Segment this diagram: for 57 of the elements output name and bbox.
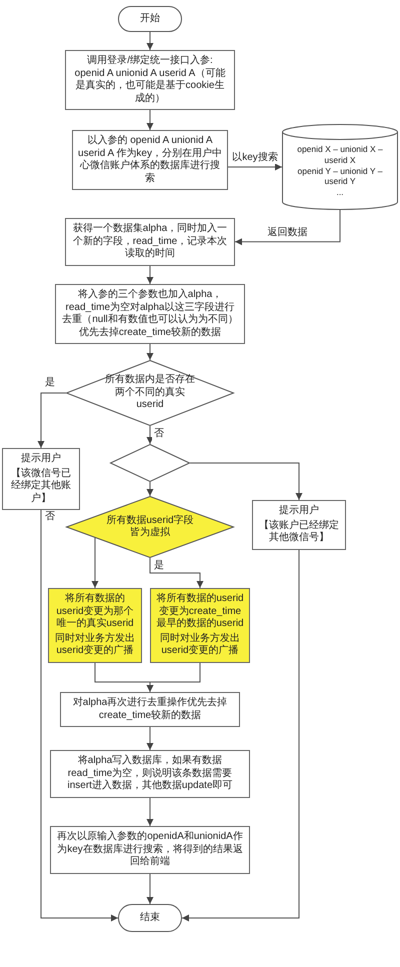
node-text: 同时对业务方发出userid变更的广播 (54, 632, 136, 658)
edge-label: 返回数据 (266, 226, 310, 239)
process-box (60, 692, 240, 727)
node-text: 同时对业务方发出userid变更的广播 (159, 632, 241, 658)
node-text: 获得一个数据集alpha，同时加入一个新的字段，read_time，记录本次读取的时间 (72, 223, 228, 260)
process-box (72, 130, 228, 190)
arrow (146, 873, 154, 904)
arrow (146, 482, 154, 496)
arrow (146, 265, 154, 284)
process-box (50, 826, 250, 874)
arrow (190, 462, 302, 500)
edge-label: 以key搜索 (230, 152, 280, 164)
node-text: 结束 (140, 912, 160, 924)
node-text: 所有数据内是否存在两个不同的真实userid (104, 374, 196, 412)
node-text: 再次以原输入参数的openidA和unionidA作为key在数据库进行搜索，将得到的结果返回给前端 (56, 831, 244, 868)
process-box (252, 500, 346, 550)
node-text: ... (336, 186, 344, 198)
node-text: 对alpha再次进行去重操作优先去掉create_time较新的数据 (72, 697, 228, 722)
arrow (146, 426, 154, 444)
arrow (146, 110, 154, 130)
node-text: 将入参的三个参数也加入alpha，read_time为空对alpha以这三字段进行去重（null和有数值也可以认为为不同）优先去掉create_time较新的数据 (61, 289, 239, 339)
node-text: 将所有数据的userid变更为那个唯一的真实userid (55, 593, 135, 630)
process-box (50, 750, 250, 798)
arrow (146, 32, 154, 50)
arrow (150, 558, 204, 588)
arrow (228, 164, 282, 170)
node-text: 提示用户 (279, 505, 319, 518)
process-box (150, 588, 250, 662)
process-box (65, 218, 235, 266)
node-text: 将所有数据的userid变更为create_time最早的数据的userid (156, 593, 244, 630)
arrow (146, 797, 154, 826)
node-text: 所有数据userid字段皆为虚拟 (105, 514, 195, 540)
arrow (146, 344, 154, 360)
edge-label: 否 (43, 511, 57, 523)
arrow (38, 392, 66, 448)
process-box (48, 588, 142, 662)
edge-label: 是 (152, 560, 166, 572)
terminal-pill (118, 904, 182, 932)
arrow (40, 510, 118, 922)
node-text: 提示用户 (21, 453, 61, 466)
terminal-pill (118, 6, 182, 32)
edge-label: 否 (152, 428, 166, 440)
process-box (2, 448, 80, 510)
edge-label: 是 (43, 377, 57, 389)
arrow (182, 549, 300, 922)
node-text: 将alpha写入数据库，如果有数据read_time为空，则说明该条数据需要insert进入数据，其他数据update即可 (66, 755, 234, 792)
process-box (55, 284, 245, 344)
arrow (234, 210, 340, 246)
process-box (65, 50, 235, 110)
node-text: 以入参的 openid A unionid A userid A 作为key，分别在用户中心微信账户体系的数据库进行搜索 (78, 135, 222, 185)
node-text: openid Y – unionid Y – userid Y (296, 166, 384, 187)
node-text: 开始 (140, 12, 160, 26)
arrow (146, 662, 200, 692)
node-text: 调用登录/绑定统一接口入参: openid A unionid A userid A（可能是真实的，也可能是基于cookie生成的） (74, 55, 226, 105)
arrow (146, 726, 154, 750)
node-text: 【该微信号已经绑定其他账户】 (10, 468, 72, 505)
node-text: 【该账户已经绑定其他微信号】 (258, 520, 340, 544)
